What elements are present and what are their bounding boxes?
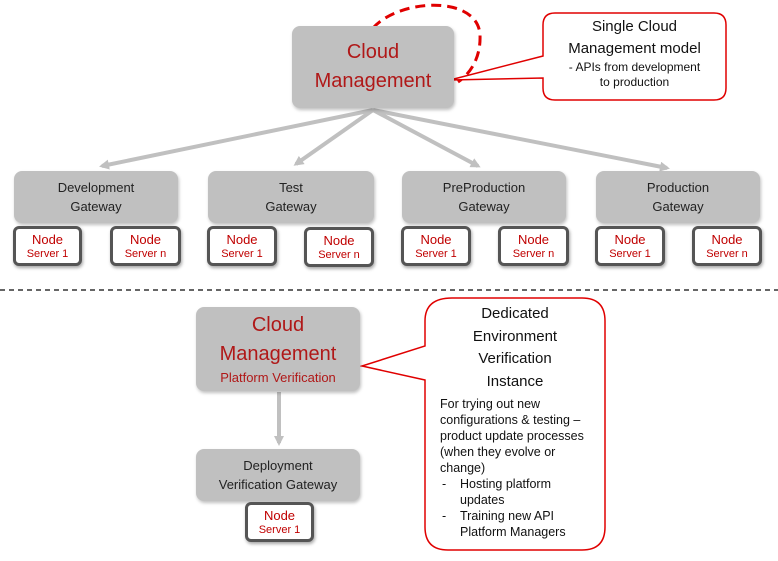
- callout-dedicated-bullets: Hosting platform updates Training new AP…: [440, 476, 592, 540]
- node-label: Node: [614, 231, 646, 247]
- production-gateway-box[interactable]: Production Gateway: [596, 171, 760, 223]
- preprod-node-server-n[interactable]: Node Server n: [498, 226, 569, 266]
- test-gateway-box[interactable]: Test Gateway: [208, 171, 374, 223]
- node-label: Node: [129, 231, 162, 247]
- cloud-management-verification-title: Cloud Management: [219, 314, 337, 365]
- dev-node-server-1[interactable]: Node Server 1: [13, 226, 82, 266]
- top-connectors: [99, 108, 670, 172]
- bullet-item: Training new API Platform Managers: [440, 508, 592, 540]
- callout-dedicated-title: Dedicated Environment Verification Insta…: [472, 305, 558, 390]
- node-label: Node: [263, 507, 296, 523]
- callout-dedicated: Dedicated Environment Verification Insta…: [425, 303, 605, 393]
- deployment-verification-gateway-label: Deployment Verification Gateway: [218, 458, 338, 492]
- server-label: Server n: [512, 247, 555, 260]
- cloud-management-title: Cloud Management: [314, 41, 432, 92]
- verification-node-server-1[interactable]: Node Server 1: [245, 502, 314, 542]
- preproduction-gateway-box[interactable]: PreProduction Gateway: [402, 171, 566, 223]
- server-label: Server n: [124, 247, 167, 260]
- test-node-server-n[interactable]: Node Server n: [304, 227, 374, 267]
- development-gateway-box[interactable]: Development Gateway: [14, 171, 178, 223]
- node-label: Node: [711, 231, 743, 247]
- bullet-item: Hosting platform updates: [440, 476, 592, 508]
- callout-single-model-subtitle: - APIs from development to production: [568, 60, 701, 89]
- development-gateway-label: Development Gateway: [57, 180, 135, 214]
- server-label: Server 1: [609, 247, 651, 260]
- preproduction-gateway-label: PreProduction Gateway: [442, 180, 526, 214]
- server-label: Server 1: [221, 247, 263, 260]
- test-node-server-1[interactable]: Node Server 1: [207, 226, 277, 266]
- server-label: Server 1: [415, 247, 457, 260]
- server-label: Server n: [706, 247, 748, 260]
- node-label: Node: [420, 231, 452, 247]
- callout-single-model-shape: [449, 12, 727, 101]
- callout-dedicated-description: For trying out new configurations & test…: [440, 397, 584, 475]
- callout-single-model: Single Cloud Management model - APIs fro…: [543, 16, 726, 90]
- callout-single-model-title: Single Cloud Management model: [568, 18, 701, 57]
- node-label: Node: [517, 231, 550, 247]
- cloud-management-verification-box[interactable]: Cloud Management Platform Verification: [196, 307, 360, 391]
- server-label: Server 1: [26, 247, 69, 260]
- platform-verification-label: Platform Verification: [220, 370, 336, 385]
- node-label: Node: [323, 232, 355, 248]
- test-gateway-label: Test Gateway: [265, 180, 317, 214]
- prod-node-server-n[interactable]: Node Server n: [692, 226, 762, 266]
- server-label: Server n: [318, 248, 360, 261]
- node-label: Node: [31, 231, 64, 247]
- cloud-management-box[interactable]: Cloud Management: [292, 26, 454, 108]
- preprod-node-server-1[interactable]: Node Server 1: [401, 226, 471, 266]
- deployment-verification-gateway-box[interactable]: Deployment Verification Gateway: [196, 449, 360, 501]
- production-gateway-label: Production Gateway: [646, 180, 710, 214]
- server-label: Server 1: [258, 523, 301, 536]
- dev-node-server-n[interactable]: Node Server n: [110, 226, 181, 266]
- prod-node-server-1[interactable]: Node Server 1: [595, 226, 665, 266]
- node-label: Node: [226, 231, 258, 247]
- callout-dedicated-body: For trying out new configurations & test…: [440, 396, 592, 540]
- self-loop-arrow: [371, 3, 482, 84]
